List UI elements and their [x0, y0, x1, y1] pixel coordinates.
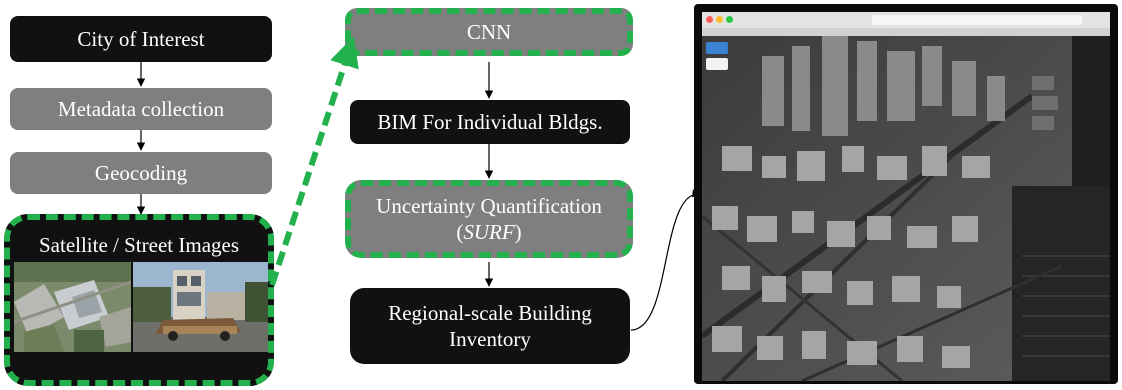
- regional-label-line1: Regional-scale Building: [388, 300, 592, 325]
- geocoding-label: Geocoding: [94, 160, 188, 185]
- uq-label-line2: (SURF): [456, 219, 521, 245]
- uq-label-line1: Uncertainty Quantification: [376, 193, 602, 218]
- city-of-interest-box: City of Interest: [10, 16, 272, 62]
- regional-inventory-box: Regional-scale Building Inventory: [350, 288, 630, 364]
- curved-arrow-icon: [630, 189, 701, 331]
- dashed-arrow-icon: [269, 36, 359, 286]
- uq-paren-close: ): [514, 220, 522, 244]
- geocoding-box: Geocoding: [10, 152, 272, 194]
- metadata-collection-label: Metadata collection: [57, 96, 225, 121]
- bim-label: BIM For Individual Bldgs.: [377, 109, 603, 134]
- street-view-image: [133, 262, 268, 352]
- metadata-collection-box: Metadata collection: [10, 88, 272, 130]
- uq-paren-open: (: [456, 220, 464, 244]
- cnn-box: CNN: [345, 8, 633, 56]
- info-banner: [702, 28, 1110, 36]
- bim-box: BIM For Individual Bldgs.: [350, 100, 630, 144]
- uncertainty-quantification-box: Uncertainty Quantification (SURF): [345, 180, 633, 258]
- browser-toolbar: [702, 12, 1110, 28]
- satellite-street-images-label: Satellite / Street Images: [38, 233, 240, 257]
- maximize-window-icon: [726, 16, 733, 23]
- surf-label: SURF: [463, 220, 515, 244]
- cnn-label: CNN: [466, 19, 512, 44]
- close-window-icon: [706, 16, 713, 23]
- app-secondary-button: [706, 58, 728, 70]
- satellite-image: [14, 262, 131, 352]
- city-model-screenshot: [694, 4, 1118, 384]
- regional-label-line2: Inventory: [449, 327, 531, 351]
- address-bar: [872, 15, 1082, 25]
- minimize-window-icon: [716, 16, 723, 23]
- 3d-city-view: [700, 36, 1110, 383]
- city-of-interest-label: City of Interest: [77, 26, 205, 51]
- app-primary-button: [706, 42, 728, 54]
